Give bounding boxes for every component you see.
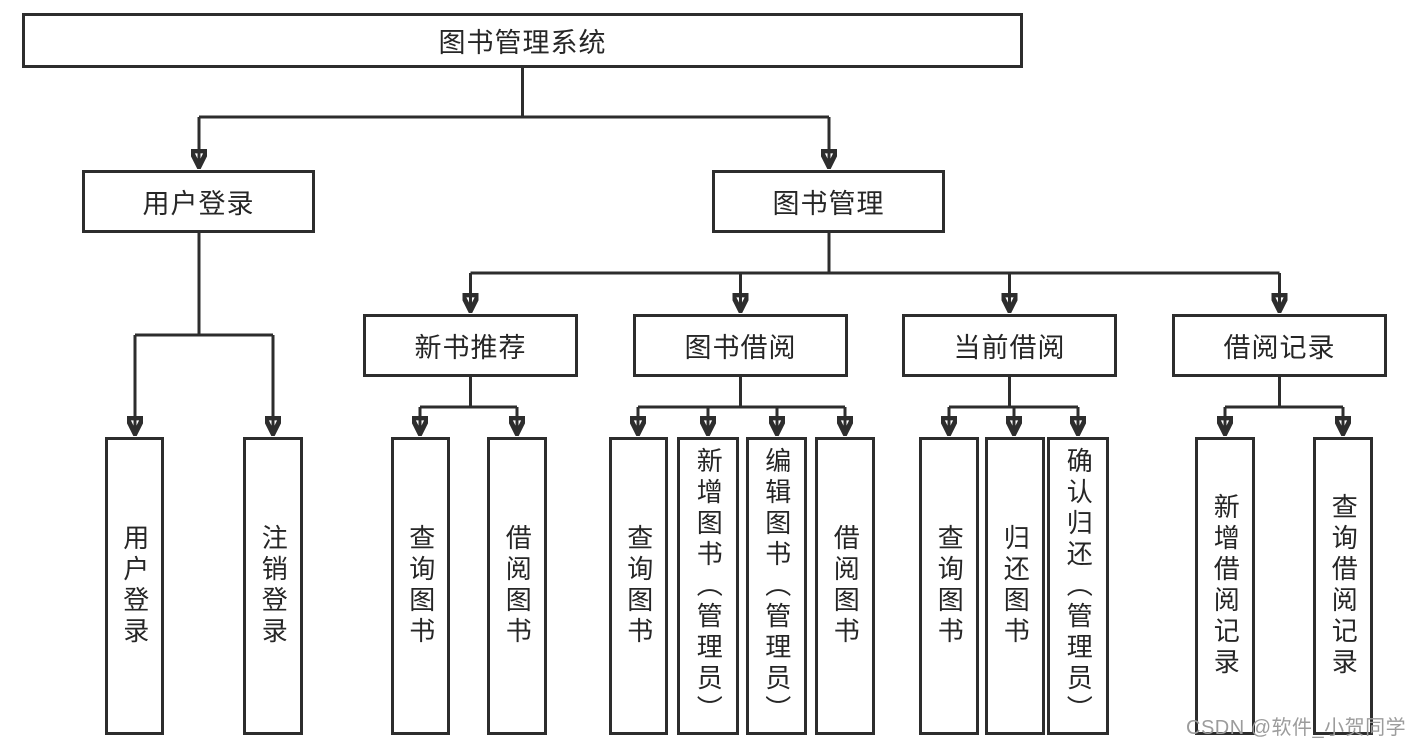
- connector-book-management: [471, 233, 1280, 311]
- connector-borrowing-records: [1225, 377, 1343, 434]
- node-borrowing-records: 借阅记录: [1172, 314, 1387, 377]
- node-label: 新书推荐: [414, 333, 527, 363]
- node-label: 图书管理系统: [438, 28, 607, 58]
- connector-root: [199, 68, 829, 167]
- node-current-borrowing: 当前借阅: [902, 314, 1117, 377]
- leaf-edit-books-admin: 编辑图书（管理员）: [746, 437, 807, 735]
- leaf-return-books: 归还图书: [985, 437, 1045, 735]
- node-book-management: 图书管理: [712, 170, 945, 233]
- leaf-label: 查询图书: [623, 524, 654, 648]
- watermark-text: CSDN @软件_小贺同学: [1186, 717, 1405, 739]
- leaf-query-books-borrowing: 查询图书: [609, 437, 668, 735]
- leaf-logout-login: 注销登录: [243, 437, 303, 735]
- leaf-label: 编辑图书（管理员）: [761, 446, 792, 726]
- leaf-borrow-books-recommend: 借阅图书: [487, 437, 547, 735]
- leaf-label: 归还图书: [1000, 524, 1031, 648]
- leaf-query-borrow-record: 查询借阅记录: [1313, 437, 1373, 735]
- leaf-query-books-current: 查询图书: [919, 437, 979, 735]
- node-label: 用户登录: [142, 189, 255, 219]
- leaf-label: 查询图书: [405, 524, 436, 648]
- leaf-label: 借阅图书: [830, 524, 861, 648]
- leaf-query-books-recommend: 查询图书: [391, 437, 450, 735]
- leaf-label: 注销登录: [258, 524, 289, 648]
- node-label: 当前借阅: [953, 333, 1066, 363]
- connector-book-borrowing: [638, 377, 845, 434]
- leaf-borrow-books-borrowing: 借阅图书: [815, 437, 875, 735]
- leaf-label: 确认归还（管理员）: [1063, 446, 1094, 726]
- leaf-add-borrow-record: 新增借阅记录: [1195, 437, 1255, 735]
- leaf-label: 新增图书（管理员）: [693, 446, 724, 726]
- node-label: 图书借阅: [684, 333, 797, 363]
- connector-current-borrowing: [949, 377, 1078, 434]
- node-book-borrowing: 图书借阅: [633, 314, 848, 377]
- leaf-confirm-return-admin: 确认归还（管理员）: [1047, 437, 1109, 735]
- leaf-label: 用户登录: [119, 524, 150, 648]
- leaf-label: 查询图书: [934, 524, 965, 648]
- leaf-label: 借阅图书: [502, 524, 533, 648]
- node-new-book-recommendation: 新书推荐: [363, 314, 578, 377]
- connector-user-login: [135, 233, 273, 434]
- node-library-management-system: 图书管理系统: [22, 13, 1023, 68]
- leaf-user-login: 用户登录: [105, 437, 164, 735]
- connector-new-book-recommendation: [420, 377, 517, 434]
- leaf-label: 查询借阅记录: [1328, 493, 1359, 679]
- node-label: 图书管理: [772, 189, 885, 219]
- node-label: 借阅记录: [1223, 333, 1336, 363]
- leaf-add-books-admin: 新增图书（管理员）: [677, 437, 739, 735]
- node-user-login: 用户登录: [82, 170, 315, 233]
- leaf-label: 新增借阅记录: [1210, 493, 1241, 679]
